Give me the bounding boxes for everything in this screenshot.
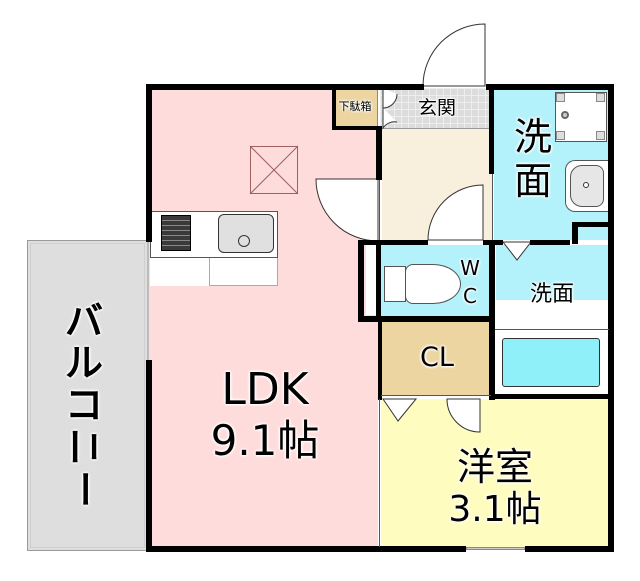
balcony-window[interactable] — [147, 242, 149, 360]
washroom-label: 洗 面 — [513, 115, 552, 203]
balcony — [27, 240, 148, 551]
entrance-label: 玄関 — [417, 97, 456, 119]
entrance-door-swing[interactable] — [422, 23, 486, 87]
western-door-swing[interactable] — [446, 398, 481, 433]
wall — [358, 316, 495, 322]
bathroom-label: 洗面 — [529, 282, 574, 307]
hallway-door-swing[interactable] — [427, 184, 484, 241]
basin-drain — [583, 182, 589, 188]
wall — [332, 126, 382, 130]
wall — [358, 240, 428, 245]
western-label: 洋室 — [456, 445, 533, 489]
refrigerator-space — [209, 258, 278, 286]
wall — [358, 240, 364, 320]
ldk-door-swing[interactable] — [315, 178, 379, 242]
western-window[interactable] — [466, 547, 525, 550]
wall — [489, 88, 494, 174]
wall — [378, 320, 382, 400]
room-entrance — [380, 88, 492, 128]
toilet-bowl — [405, 264, 461, 304]
wall-line — [381, 395, 491, 396]
pan-corner — [596, 93, 605, 102]
room-western — [381, 399, 611, 549]
wall — [486, 84, 614, 90]
wall — [572, 222, 578, 244]
sink-drain — [238, 235, 250, 247]
wall — [146, 84, 424, 90]
shoe-box-label: 下駄箱 — [338, 100, 372, 113]
ceiling-hatch-icon — [249, 145, 299, 195]
wc-niche — [366, 245, 378, 315]
wall — [608, 84, 614, 552]
wall — [376, 126, 382, 180]
gas-stove-icon — [161, 215, 191, 251]
bathtub — [502, 338, 600, 387]
ldk-label: LDK — [221, 364, 309, 415]
wall — [525, 546, 614, 552]
wall-line — [379, 180, 380, 242]
wall — [489, 394, 613, 399]
wc-label-w: W — [460, 256, 480, 280]
shoe-box-door[interactable] — [382, 88, 399, 130]
western-size: 3.1帖 — [448, 489, 542, 530]
bathroom-door[interactable] — [501, 241, 533, 262]
pan-corner — [596, 131, 605, 140]
toilet-tank — [384, 266, 406, 302]
pan-corner — [556, 93, 565, 102]
kitchen-sink — [218, 214, 274, 253]
shoe-box — [334, 88, 378, 128]
balcony-label: バ ル コ ニ ー — [62, 299, 106, 508]
ldk-size: 9.1帖 — [210, 416, 320, 465]
wall — [489, 240, 495, 400]
room-closet — [382, 322, 492, 395]
closet-label: CL — [420, 342, 454, 373]
wall-line — [379, 399, 380, 547]
room-ldk — [148, 88, 378, 549]
wall — [332, 88, 336, 130]
wall-line — [492, 174, 493, 242]
wall — [146, 84, 152, 242]
wall — [530, 240, 570, 245]
wall — [376, 245, 381, 320]
closet-door[interactable] — [382, 398, 419, 422]
kitchen-niche — [150, 258, 209, 286]
drain-icon — [561, 111, 569, 119]
wall — [572, 222, 612, 227]
pan-corner — [556, 131, 565, 140]
wall-line — [495, 329, 609, 330]
wall — [146, 546, 466, 552]
wall — [146, 360, 152, 552]
wc-label-c: C — [463, 284, 477, 308]
